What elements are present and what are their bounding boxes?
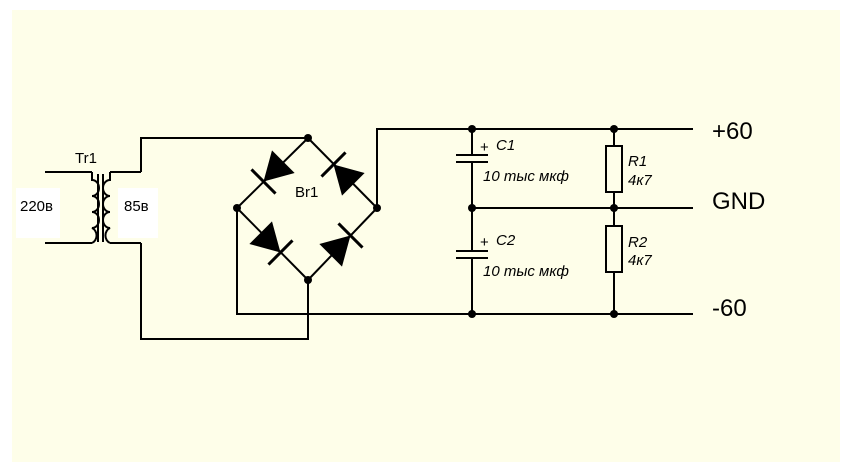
primary-voltage-label: 220в: [20, 198, 53, 215]
diode-d3: [249, 221, 294, 266]
transformer-label: Tr1: [75, 150, 97, 167]
resistor-r1: [605, 145, 623, 193]
r1-value-label: 4к7: [628, 172, 652, 189]
junction-dot: [304, 134, 312, 142]
secondary-voltage-label: 85в: [124, 198, 149, 215]
positive-output-label: +60: [712, 118, 753, 145]
diode-d2-bar: [320, 151, 347, 178]
junction-dot: [468, 204, 476, 212]
diode-d1-bar: [250, 168, 277, 195]
junction-dot: [610, 310, 618, 318]
bridge-label: Br1: [295, 184, 318, 201]
c1-polarity-mark: +: [480, 139, 489, 156]
diode-d4-triangle: [319, 235, 351, 267]
secondary-winding: [102, 172, 111, 244]
junction-dot: [610, 125, 618, 133]
c2-ref-label: C2: [496, 232, 516, 249]
negative-output-label: -60: [712, 295, 747, 322]
secondary-voltage-label-bg: [118, 188, 158, 238]
junction-dot: [304, 276, 312, 284]
junction-dot: [468, 125, 476, 133]
bridge-diodes: [249, 150, 365, 267]
transformer-tr1: [45, 171, 141, 244]
junction-dot: [610, 204, 618, 212]
ac-wire-top: [140, 137, 308, 172]
diode-d3-triangle: [249, 221, 281, 253]
circuit-wires: [140, 128, 693, 340]
r1-ref-label: R1: [628, 153, 647, 170]
diode-d4: [319, 222, 364, 267]
ground-output-label: GND: [712, 188, 765, 215]
r2-ref-label: R2: [628, 234, 648, 251]
junction-dot: [373, 204, 381, 212]
junction-dots: [233, 125, 618, 318]
c2-value-label: 10 тыс мкф: [483, 263, 569, 280]
primary-voltage-label-bg: [16, 188, 60, 238]
diode-d3-bar: [267, 239, 294, 266]
negative-rail-wire: [236, 208, 693, 315]
capacitor-c2: [456, 250, 488, 259]
diode-d2-triangle: [333, 164, 365, 196]
c2-polarity-mark: +: [480, 234, 489, 251]
r2-value-label: 4к7: [628, 252, 652, 269]
positive-rail-wire: [376, 128, 693, 208]
capacitor-c1: [456, 154, 488, 163]
c1-value-label: 10 тыс мкф: [483, 168, 569, 185]
diode-d1-triangle: [263, 150, 295, 182]
diode-d4-bar: [337, 222, 364, 249]
diode-d2: [320, 151, 365, 196]
junction-dot: [233, 204, 241, 212]
diode-d1: [250, 150, 295, 195]
c1-ref-label: C1: [496, 137, 515, 154]
ac-wire-bottom: [140, 243, 309, 340]
resistor-r2: [605, 225, 623, 273]
junction-dot: [468, 310, 476, 318]
